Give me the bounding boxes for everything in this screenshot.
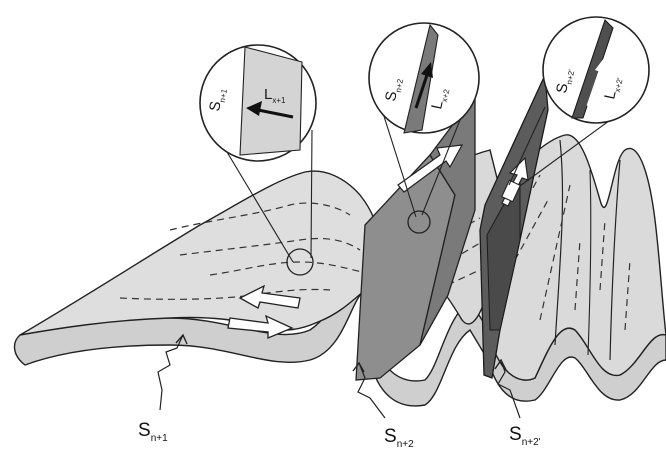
- leader-s-n1: [158, 335, 183, 410]
- label-s-n1: Sn+1: [138, 420, 168, 444]
- label-s-n2p: Sn+2': [509, 424, 541, 448]
- label-s-n2: Sn+2: [384, 426, 414, 450]
- bottom-labels: Sn+1 Sn+2 Sn+2': [138, 420, 541, 450]
- folded-surface: [15, 135, 666, 406]
- surface-upper-limb: [20, 171, 380, 335]
